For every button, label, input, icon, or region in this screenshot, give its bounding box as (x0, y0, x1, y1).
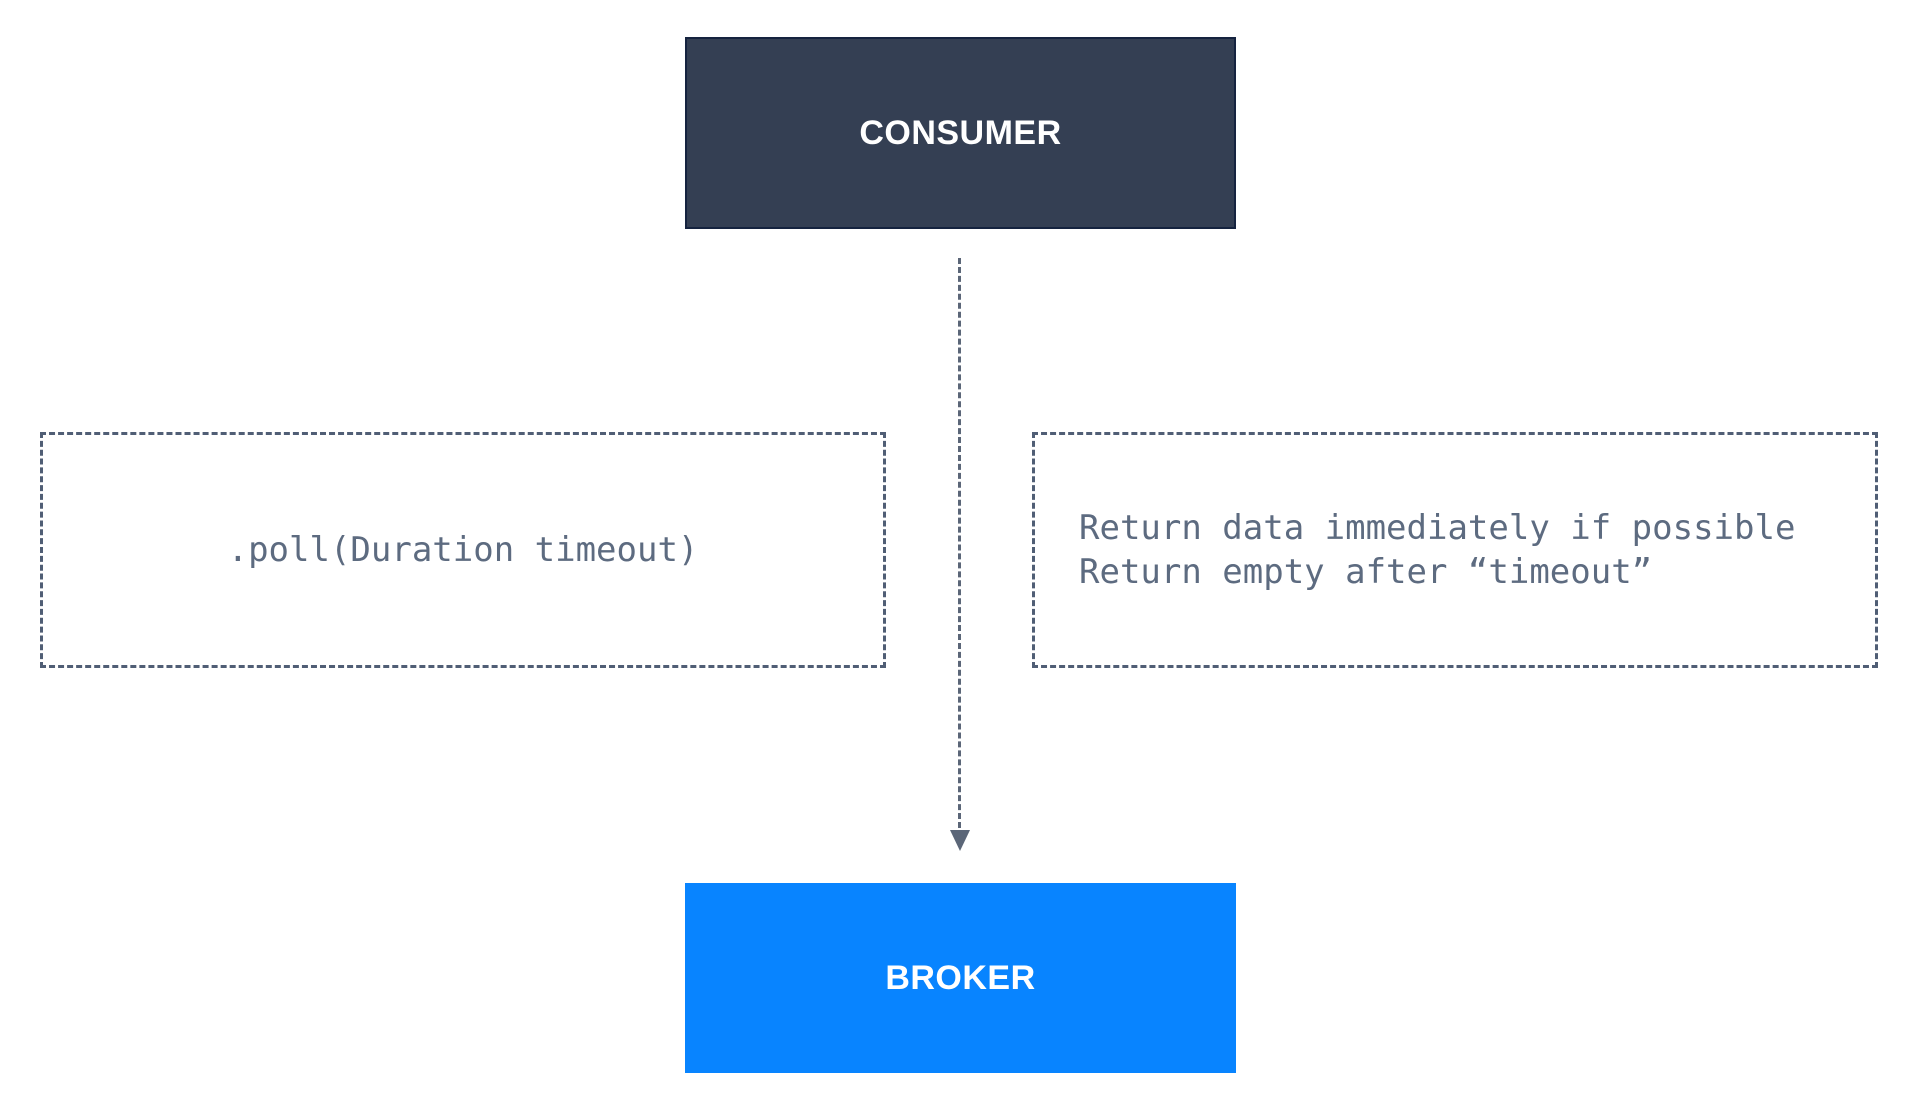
broker-behavior-note: Return data immediately if possible Retu… (1032, 432, 1878, 668)
broker-node-label: BROKER (885, 958, 1036, 997)
poll-call-note: .poll(Duration timeout) (40, 432, 886, 668)
broker-behavior-note-line-1: Return data immediately if possible (1079, 508, 1796, 548)
broker-behavior-note-line-2: Return empty after “timeout” (1079, 552, 1653, 592)
consumer-node: CONSUMER (685, 37, 1236, 229)
consumer-to-broker-dashed-line (958, 258, 961, 828)
arrow-down-icon (950, 830, 970, 851)
broker-node: BROKER (685, 883, 1236, 1073)
poll-call-note-text: .poll(Duration timeout) (227, 530, 699, 570)
consumer-node-label: CONSUMER (859, 113, 1062, 152)
